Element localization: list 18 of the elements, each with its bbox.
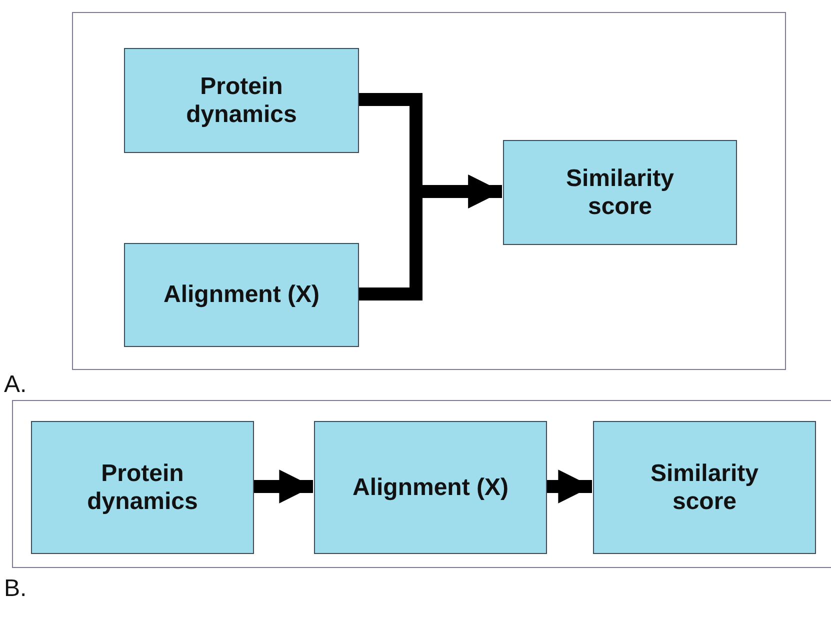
- process-box: [593, 421, 816, 554]
- box-label: Similarity score: [564, 164, 676, 220]
- process-box: [124, 48, 359, 153]
- arrow: [546, 470, 592, 504]
- box-label: Alignment (X): [164, 281, 320, 309]
- panel-label: B.: [4, 575, 27, 603]
- box-label: Protein dynamics: [86, 460, 199, 516]
- process-box: [503, 140, 737, 245]
- process-box: [31, 421, 254, 554]
- arrow: [253, 470, 313, 504]
- box-label: Alignment (X): [352, 474, 508, 502]
- process-box: [124, 243, 359, 347]
- panel-label: A.: [4, 371, 27, 399]
- process-box: [314, 421, 547, 554]
- panel-frame: [72, 12, 786, 370]
- box-label: Similarity score: [649, 460, 760, 516]
- panel-frame: [12, 400, 831, 568]
- box-label: Protein dynamics: [185, 72, 298, 128]
